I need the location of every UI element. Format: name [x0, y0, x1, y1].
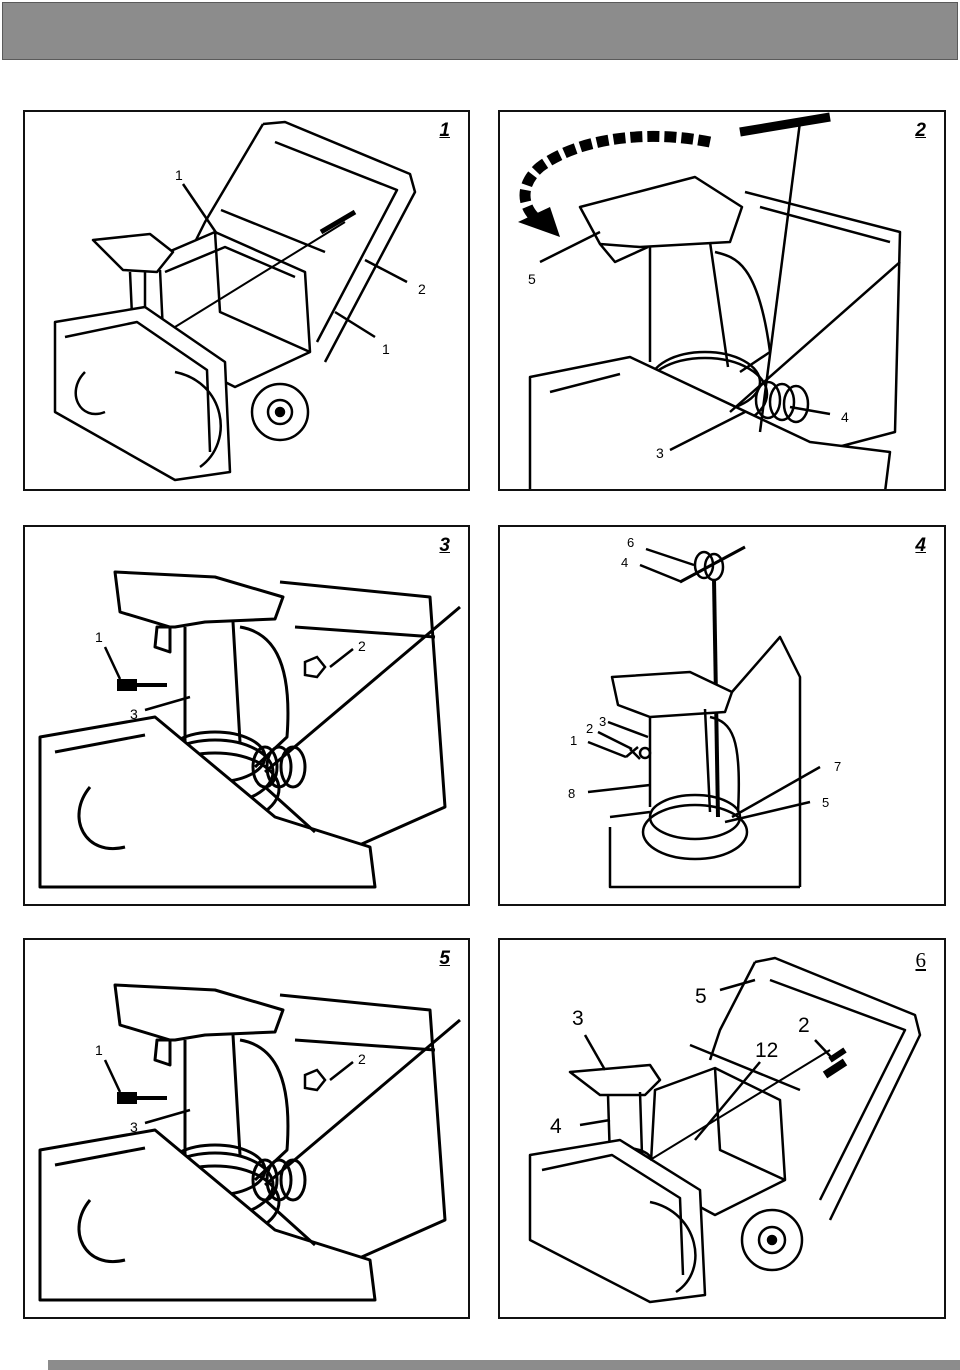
figure-6-callout-2: 2 — [798, 1014, 810, 1037]
snowblower-overview-drawing: 1 2 1 — [53, 120, 426, 482]
figure-4-panel: 4 — [498, 525, 946, 906]
figure-2-callout-4: 4 — [841, 409, 849, 425]
figure-2-number: 2 — [915, 120, 926, 141]
figure-6-panel: 6 — [498, 938, 946, 1319]
snowblower-final-assembly-drawing: 5 3 2 12 4 — [528, 956, 922, 1304]
figure-4-callout-6: 6 — [627, 535, 634, 550]
figure-6-callout-3: 3 — [572, 1007, 584, 1030]
figure-2-panel: 2 — [498, 110, 946, 491]
cable-attachment-drawing: 6 4 3 2 1 7 8 5 — [568, 535, 841, 889]
figure-5-callout-2: 2 — [358, 1051, 366, 1067]
bolt-icon — [117, 1092, 167, 1104]
figure-5-panel: 5 — [23, 938, 470, 1319]
figure-5-callout-1: 1 — [95, 1042, 103, 1058]
figure-3-callout-2: 2 — [358, 638, 366, 654]
bolt-icon — [117, 679, 167, 691]
nut-icon — [303, 655, 327, 679]
figure-4-callout-5: 5 — [822, 795, 829, 810]
figure-4-callout-1: 1 — [570, 733, 577, 748]
figure-3-panel: 3 — [23, 525, 470, 906]
chute-assembly-drawing-a: 1 2 3 — [38, 570, 461, 889]
header-bar — [2, 2, 958, 60]
figure-4-callout-4: 4 — [621, 555, 628, 570]
figure-1-panel: 1 — [23, 110, 470, 491]
figure-1-callout-3: 1 — [382, 341, 390, 357]
chute-rotation-drawing: 5 4 3 — [518, 112, 902, 489]
figure-1-callout-2: 2 — [418, 281, 426, 297]
figure-6-callout-5: 5 — [695, 985, 707, 1008]
chute-assembly-drawing-b: 1 2 3 — [38, 983, 461, 1302]
figure-1-callout-1: 1 — [175, 167, 183, 183]
figure-2-callout-5: 5 — [528, 271, 536, 287]
figure-6-number: 6 — [915, 948, 927, 972]
figure-3-number: 3 — [439, 535, 450, 556]
figure-4-number: 4 — [915, 535, 926, 556]
figure-3-callout-1: 1 — [95, 629, 103, 645]
figure-2-callout-3: 3 — [656, 445, 664, 461]
figure-6-callout-12: 12 — [755, 1039, 778, 1062]
figure-4-callout-3: 3 — [599, 714, 606, 729]
rotation-arrow-icon — [518, 130, 712, 237]
figure-4-callout-7: 7 — [834, 759, 841, 774]
figure-5-callout-3: 3 — [130, 1119, 138, 1135]
figure-3-callout-3: 3 — [130, 706, 138, 722]
footer-bar — [48, 1360, 960, 1370]
figure-1-number: 1 — [439, 120, 450, 141]
figure-4-callout-8: 8 — [568, 786, 575, 801]
figure-4-callout-2: 2 — [586, 721, 593, 736]
nut-icon — [303, 1068, 327, 1092]
figure-6-callout-4: 4 — [550, 1115, 562, 1138]
figure-5-number: 5 — [439, 948, 450, 969]
